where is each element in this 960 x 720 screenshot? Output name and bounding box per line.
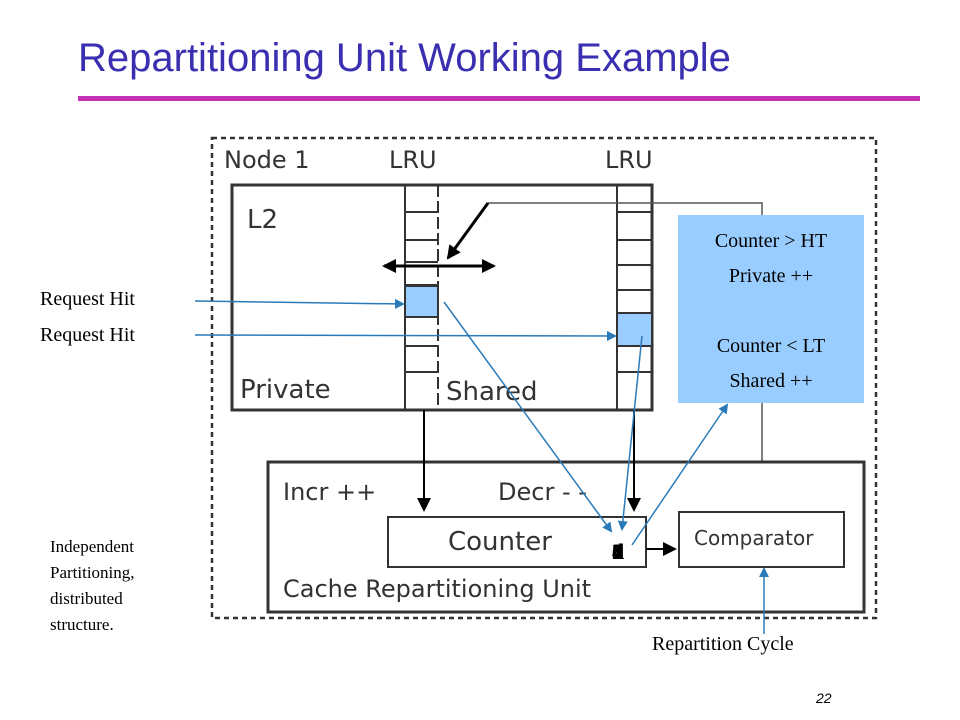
note-line: structure. <box>50 615 114 634</box>
decr-label: Decr - - <box>498 478 587 506</box>
request-hit-2-arrow <box>194 330 617 341</box>
condition-line-2: Private ++ <box>728 265 814 287</box>
counter-value: 2 <box>612 539 623 564</box>
request-hit-1-arrow <box>194 298 405 309</box>
repartition-cycle-label: Repartition Cycle <box>652 633 794 655</box>
private-to-counter-arrow <box>443 301 613 533</box>
shared-label: Shared <box>446 377 538 407</box>
note-line: distributed <box>50 589 123 608</box>
counter-value: 3 <box>612 539 623 564</box>
feedback-arrow <box>446 202 490 260</box>
counter-values: 1 3 4 2 6 d <box>612 539 624 564</box>
note-line: Partitioning, <box>50 563 135 582</box>
request-hit-label-1: Request Hit <box>40 288 135 310</box>
condition-box: Counter > HT Private ++ Counter < LT Sha… <box>678 215 864 403</box>
l2-cache-box <box>230 183 654 412</box>
request-hit-label-2: Request Hit <box>40 324 135 346</box>
note-line: Independent <box>50 537 135 556</box>
lru-left-label: LRU <box>389 146 437 174</box>
shared-hit-block <box>616 312 653 347</box>
lru-right-column <box>616 185 653 410</box>
counter-value: 6 <box>612 539 623 564</box>
counter-value: 4 <box>612 539 623 564</box>
page-number: 22 <box>816 690 832 706</box>
partitioning-note: Independent Partitioning, distributed st… <box>50 534 190 638</box>
counter-value: 1 <box>612 539 623 564</box>
condition-line-3: Counter < LT <box>716 335 826 357</box>
node-boundary <box>210 136 878 620</box>
condition-line-4: Shared ++ <box>729 370 813 392</box>
shared-to-counter-arrow <box>617 335 643 531</box>
lru-right-label: LRU <box>605 146 653 174</box>
slide-title: Repartitioning Unit Working Example <box>78 36 731 80</box>
comparator-label: Comparator <box>694 526 814 550</box>
node-label: Node 1 <box>224 146 310 174</box>
unit-label: Cache Repartitioning Unit <box>283 575 591 603</box>
private-label: Private <box>240 375 331 405</box>
private-hit-block <box>404 285 439 318</box>
incr-label: Incr ++ <box>283 478 376 506</box>
counter-value: d <box>612 539 624 564</box>
comparator-box <box>678 511 845 568</box>
condition-line-1: Counter > HT <box>714 230 828 252</box>
counter-label: Counter <box>448 527 552 557</box>
title-rule <box>78 96 920 101</box>
counter-to-condition-arrow <box>631 403 729 546</box>
l2-label: L2 <box>247 205 278 235</box>
